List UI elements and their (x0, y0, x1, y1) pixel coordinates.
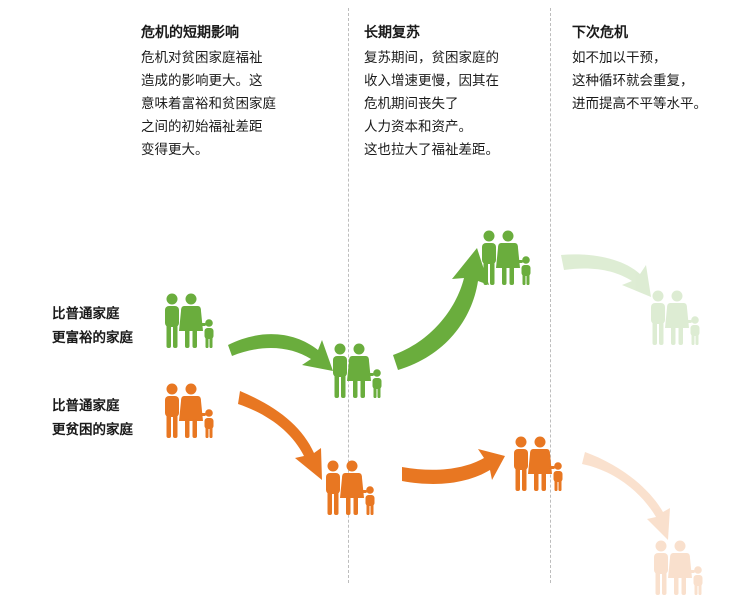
column-short-term-impact: 危机的短期影响 危机对贫困家庭福祉 造成的影响更大。这 意味着富裕和贫困家庭 之… (141, 22, 276, 162)
column-next-crisis: 下次危机 如不加以干预， 这种循环就会重复， 进而提高不平等水平。 (572, 22, 707, 116)
column-heading: 长期复苏 (364, 25, 420, 41)
row-label-line: 更富裕的家庭 (52, 330, 133, 346)
stage-divider-2 (550, 8, 551, 583)
richer-household-path (165, 230, 700, 398)
family-icon (165, 383, 214, 438)
row-label-line: 比普通家庭 (52, 398, 120, 414)
column-text-line: 进而提高不平等水平。 (572, 96, 707, 112)
column-text-line: 人力资本和资产。 (364, 119, 472, 135)
family-icon (654, 540, 703, 595)
row-label-line: 更贫困的家庭 (52, 422, 133, 438)
curved-arrow-icon (238, 391, 322, 480)
family-icon (482, 230, 531, 285)
faded-next-crisis-green (561, 254, 700, 345)
curved-arrow-icon (561, 254, 651, 297)
column-heading: 下次危机 (572, 25, 628, 41)
column-text-line: 收入增速更慢，因其在 (364, 73, 499, 89)
stage-divider-1 (348, 8, 349, 583)
poorer-household-path (165, 383, 703, 595)
curved-arrow-icon (228, 334, 333, 371)
column-text-line: 这种循环就会重复， (572, 73, 694, 89)
column-text-line: 意味着富裕和贫困家庭 (141, 96, 276, 112)
column-text-line: 复苏期间，贫困家庭的 (364, 50, 499, 66)
family-icon (333, 343, 382, 398)
curved-arrow-icon (393, 248, 489, 370)
column-text-line: 危机期间丧失了 (364, 96, 459, 112)
curved-arrow-icon (582, 452, 670, 540)
column-text-line: 变得更大。 (141, 142, 209, 158)
row-label-poorer-households: 比普通家庭 更贫困的家庭 (52, 394, 133, 442)
family-icon (514, 436, 563, 491)
row-label-line: 比普通家庭 (52, 306, 120, 322)
family-icon (651, 290, 700, 345)
family-icon (165, 293, 214, 348)
column-text-line: 这也拉大了福祉差距。 (364, 142, 499, 158)
column-heading: 危机的短期影响 (141, 25, 239, 41)
column-long-term-recovery: 长期复苏 复苏期间，贫困家庭的 收入增速更慢，因其在 危机期间丧失了 人力资本和… (364, 22, 499, 162)
curved-arrow-icon (402, 449, 505, 484)
faded-next-crisis-orange (582, 452, 703, 595)
column-text-line: 造成的影响更大。这 (141, 73, 263, 89)
row-label-richer-households: 比普通家庭 更富裕的家庭 (52, 302, 133, 350)
column-text-line: 之间的初始福祉差距 (141, 119, 263, 135)
family-icon (326, 460, 375, 515)
column-text-line: 如不加以干预， (572, 50, 667, 66)
column-text-line: 危机对贫困家庭福祉 (141, 50, 263, 66)
